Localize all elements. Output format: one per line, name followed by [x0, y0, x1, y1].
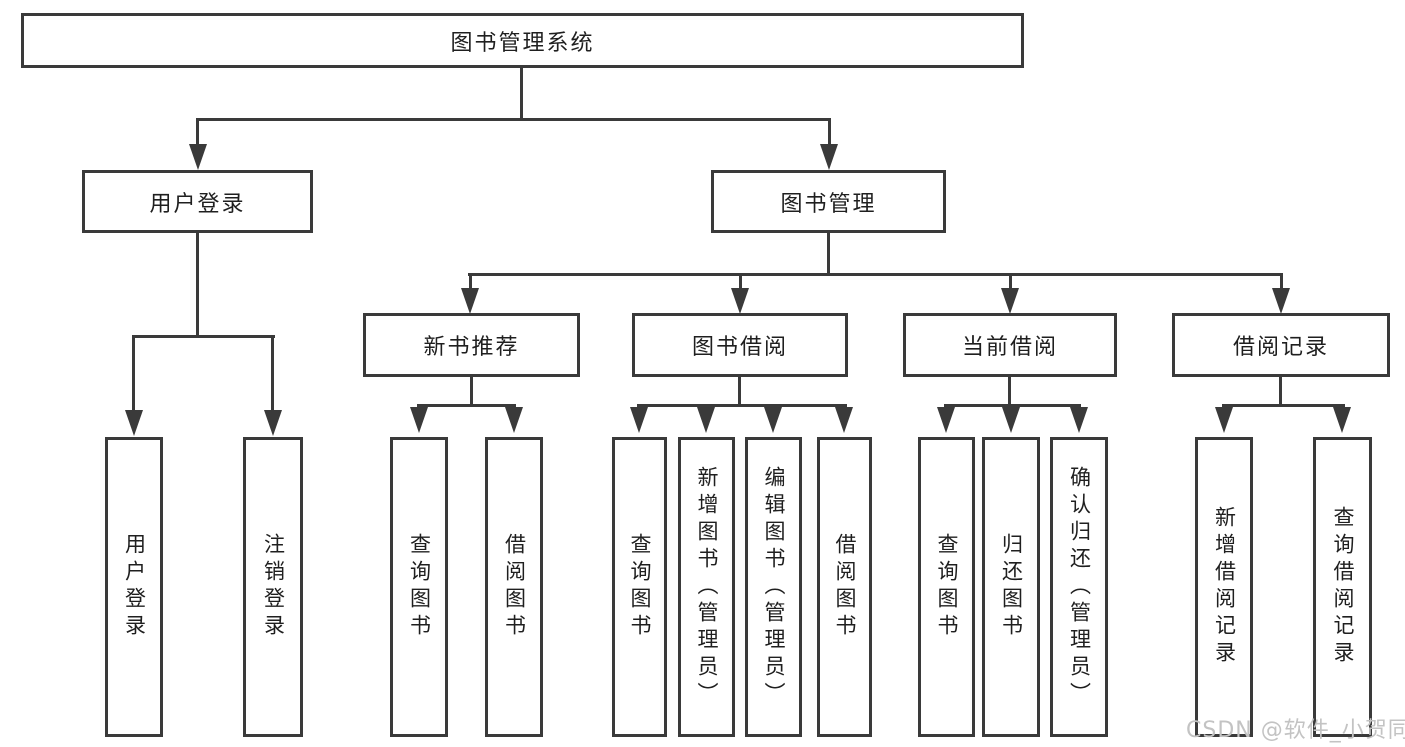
- watermark: CSDN @软件_小贺同学: [1186, 718, 1405, 743]
- connector-line: [470, 377, 473, 407]
- leaf-current-return-books: 归还图书: [982, 437, 1040, 737]
- leaf-recommend-query-books: 查询图书: [390, 437, 448, 737]
- arrow-down-icon: [1070, 407, 1088, 433]
- node-new-book-recommend: 新书推荐: [363, 313, 580, 377]
- leaf-user-login: 用户登录: [105, 437, 163, 737]
- arrow-down-icon: [505, 407, 523, 433]
- arrow-down-icon: [410, 407, 428, 433]
- arrow-down-icon: [1001, 288, 1019, 314]
- arrow-down-icon: [731, 288, 749, 314]
- connector-line: [637, 404, 847, 407]
- connector-line: [196, 118, 199, 148]
- connector-line: [271, 335, 274, 410]
- leaf-records-add-record: 新增借阅记录: [1195, 437, 1253, 737]
- leaf-borrow-borrow-books: 借阅图书: [817, 437, 872, 737]
- connector-line: [1008, 377, 1011, 407]
- connector-line: [1280, 273, 1283, 292]
- arrow-down-icon: [630, 407, 648, 433]
- connector-line: [417, 404, 516, 407]
- node-user-login: 用户登录: [82, 170, 313, 233]
- arrow-down-icon: [1215, 407, 1233, 433]
- connector-line: [1009, 273, 1012, 292]
- arrow-down-icon: [461, 288, 479, 314]
- leaf-current-query-books: 查询图书: [918, 437, 975, 737]
- arrow-down-icon: [1002, 407, 1020, 433]
- connector-line: [738, 377, 741, 407]
- leaf-borrow-edit-books-admin: 编辑图书（管理员）: [745, 437, 802, 737]
- connector-line: [469, 273, 472, 292]
- arrow-down-icon: [697, 407, 715, 433]
- arrow-down-icon: [125, 410, 143, 436]
- node-library-system: 图书管理系统: [21, 13, 1024, 68]
- leaf-current-confirm-return-admin: 确认归还（管理员）: [1050, 437, 1108, 737]
- arrow-down-icon: [764, 407, 782, 433]
- connector-line: [1279, 375, 1282, 407]
- connector-line: [827, 233, 830, 276]
- node-book-management: 图书管理: [711, 170, 946, 233]
- leaf-logout: 注销登录: [243, 437, 303, 737]
- connector-line: [468, 273, 1283, 276]
- connector-line: [132, 335, 135, 410]
- node-borrow-records: 借阅记录: [1172, 313, 1390, 377]
- arrow-down-icon: [835, 407, 853, 433]
- node-current-borrow: 当前借阅: [903, 313, 1117, 377]
- leaf-records-query-record: 查询借阅记录: [1313, 437, 1372, 737]
- connector-line: [520, 68, 523, 121]
- arrow-down-icon: [820, 144, 838, 170]
- connector-line: [196, 118, 831, 121]
- connector-line: [196, 233, 199, 338]
- node-book-borrow: 图书借阅: [632, 313, 848, 377]
- connector-line: [944, 404, 1081, 407]
- connector-line: [828, 118, 831, 148]
- arrow-down-icon: [937, 407, 955, 433]
- leaf-recommend-borrow-books: 借阅图书: [485, 437, 543, 737]
- connector-line: [132, 335, 275, 338]
- arrow-down-icon: [1272, 288, 1290, 314]
- arrow-down-icon: [189, 144, 207, 170]
- leaf-borrow-add-books-admin: 新增图书（管理员）: [678, 437, 735, 737]
- arrow-down-icon: [264, 410, 282, 436]
- leaf-borrow-query-books: 查询图书: [612, 437, 667, 737]
- arrow-down-icon: [1333, 407, 1351, 433]
- connector-line: [739, 273, 742, 292]
- connector-line: [1222, 404, 1345, 407]
